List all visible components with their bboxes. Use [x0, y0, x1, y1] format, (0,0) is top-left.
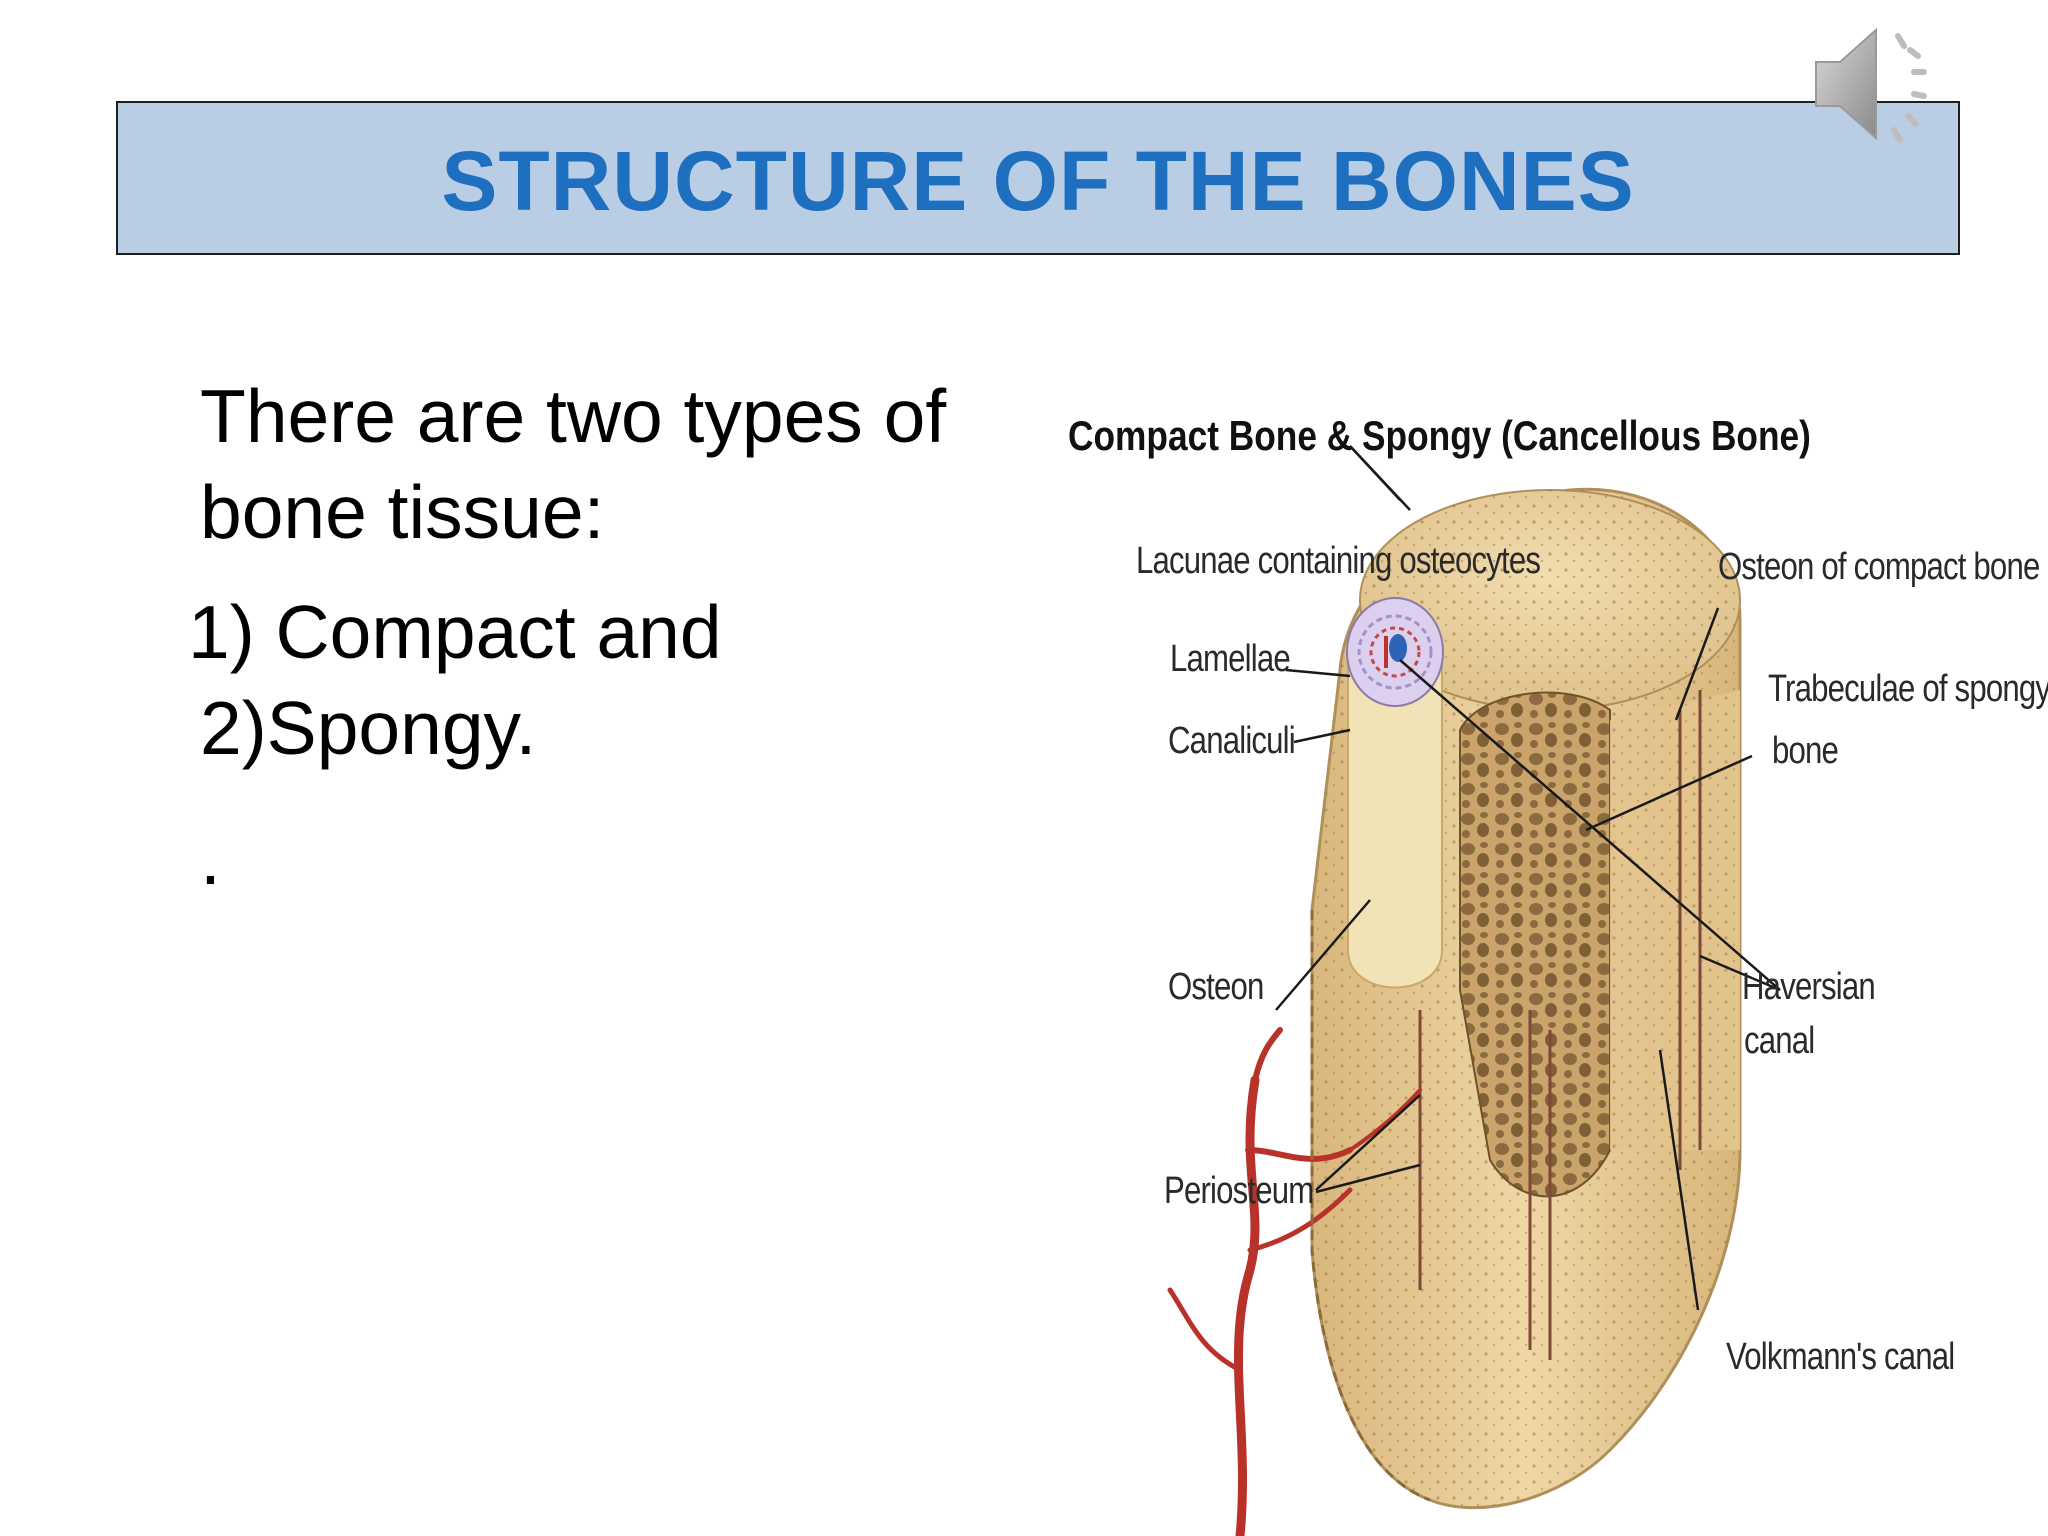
- slide-title: STRUCTURE OF THE BONES: [441, 133, 1635, 228]
- body-text-line: There are two types of: [200, 374, 947, 458]
- speaker-icon[interactable]: [1810, 20, 1950, 150]
- label-trabeculae: Trabeculae of spongy: [1768, 668, 2048, 710]
- bone-illustration: [1167, 445, 1781, 1536]
- diagram-title: Compact Bone & Spongy (Cancellous Bone): [1068, 412, 1811, 459]
- label-osteon: Osteon: [1168, 966, 1264, 1008]
- label-periosteum: Periosteum: [1164, 1170, 1314, 1212]
- label-haversian: Haversian: [1742, 966, 1876, 1008]
- label-trabeculae-bone: bone: [1772, 730, 1839, 772]
- list-item-compact: 1) Compact and: [188, 590, 722, 674]
- label-lamellae: Lamellae: [1170, 638, 1291, 680]
- label-haversian-canal: canal: [1744, 1020, 1815, 1062]
- title-box: STRUCTURE OF THE BONES: [116, 101, 1960, 255]
- label-canaliculi: Canaliculi: [1168, 720, 1296, 762]
- label-osteon-compact-bone: Osteon of compact bone: [1718, 546, 2040, 588]
- list-item-spongy: 2)Spongy.: [200, 686, 537, 770]
- body-text-dot: .: [200, 816, 221, 900]
- bone-structure-diagram: Compact Bone & Spongy (Cancellous Bone) …: [1050, 390, 2048, 1536]
- body-text-line: bone tissue:: [200, 470, 605, 554]
- label-lacunae: Lacunae containing osteocytes: [1136, 540, 1541, 582]
- label-volkmanns-canal: Volkmann's canal: [1726, 1336, 1955, 1378]
